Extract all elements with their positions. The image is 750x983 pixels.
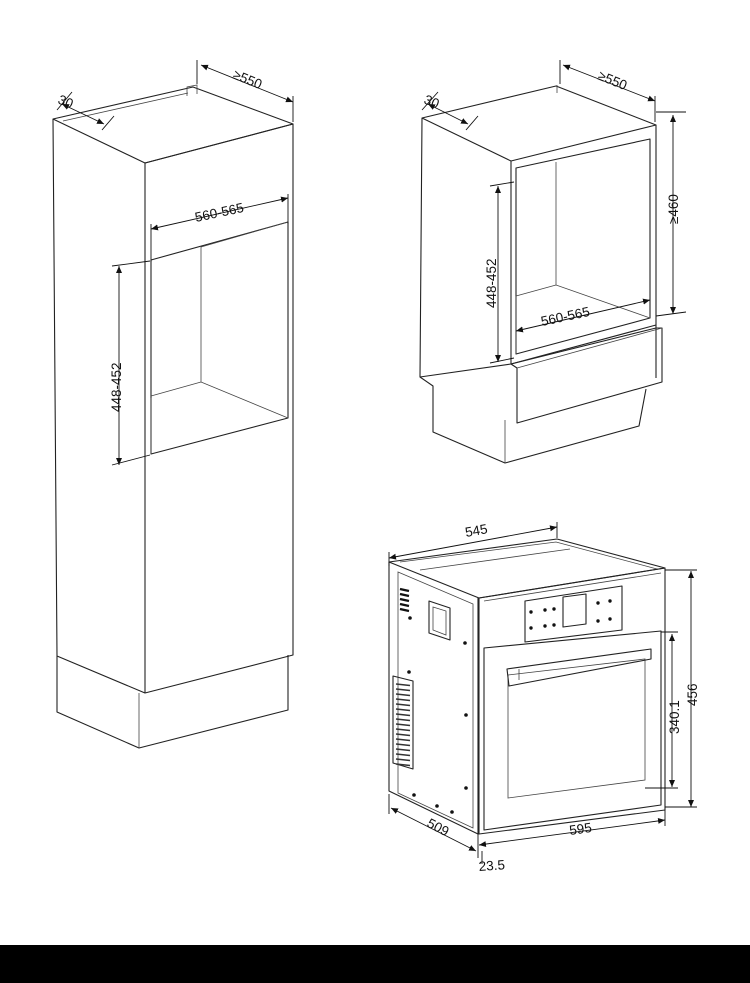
oven-vent-slat bbox=[395, 743, 411, 747]
oven-vent-slat bbox=[395, 698, 411, 702]
base-cabinet-top-edge bbox=[421, 85, 657, 162]
oven bbox=[388, 538, 666, 835]
oven-front-width-label: 595 bbox=[568, 820, 592, 838]
oven-vent-slat bbox=[395, 763, 411, 767]
tall-cabinet-gap-label: 30 bbox=[56, 92, 76, 112]
tall-cabinet-opening-width-label: 560-565 bbox=[194, 200, 246, 225]
oven-control-button bbox=[608, 617, 612, 621]
tall-cabinet-plinth bbox=[56, 655, 289, 749]
oven-vent-slat bbox=[395, 733, 411, 737]
oven-control-button bbox=[552, 607, 556, 611]
oven-front-frame bbox=[478, 567, 666, 835]
oven-vent-slat bbox=[395, 748, 411, 752]
oven-control-button bbox=[608, 599, 612, 603]
oven-door bbox=[483, 630, 662, 831]
oven-vent-slat bbox=[395, 713, 411, 717]
base-cabinet-niche-front bbox=[515, 138, 651, 355]
oven-vent-slat bbox=[395, 758, 411, 762]
tall-cabinet bbox=[52, 84, 294, 749]
oven-side-slot bbox=[399, 607, 410, 613]
tall-cabinet-top-inner bbox=[62, 92, 189, 122]
footer-bar bbox=[0, 945, 750, 983]
oven-vent-slat bbox=[395, 728, 411, 732]
oven-vent-slat bbox=[395, 683, 411, 687]
oven-display bbox=[562, 593, 587, 628]
tall-cabinet-niche-back bbox=[150, 221, 289, 419]
oven-vent-slat bbox=[395, 693, 411, 697]
oven-vent-slat bbox=[395, 703, 411, 707]
oven-control-panel bbox=[524, 585, 623, 643]
tall-cabinet-dimensions bbox=[56, 60, 294, 466]
base-cabinet-dimensions bbox=[421, 60, 687, 364]
oven-vent-slat bbox=[395, 688, 411, 692]
base-cabinet-niche-back bbox=[515, 162, 651, 319]
oven-side-slot bbox=[399, 587, 410, 593]
base-cabinet-gap-label: 30 bbox=[422, 92, 442, 112]
tall-cabinet-side-panel bbox=[144, 123, 294, 694]
oven-handle bbox=[506, 648, 652, 687]
oven-panel-label: 23.5 bbox=[478, 857, 505, 874]
oven-control-button bbox=[596, 601, 600, 605]
oven-side-slot bbox=[399, 592, 410, 598]
oven-control-button bbox=[552, 623, 556, 627]
tall-cabinet-top-notch bbox=[186, 84, 198, 96]
oven-side-vent bbox=[392, 675, 414, 770]
oven-side-slot bbox=[399, 597, 410, 603]
tall-cabinet-front-panel bbox=[52, 118, 146, 694]
base-cabinet-front-panel bbox=[419, 117, 512, 378]
oven-vent-slat bbox=[395, 718, 411, 722]
base-cabinet bbox=[419, 85, 663, 464]
oven-vent-slat bbox=[395, 753, 411, 757]
oven-control-button bbox=[596, 619, 600, 623]
oven-vent-slat bbox=[395, 723, 411, 727]
base-cabinet-plinth bbox=[419, 376, 647, 464]
installation-diagram: ≥550 30 560-565 448-452 ≥550 30 ≥460 448… bbox=[52, 60, 700, 874]
tall-cabinet-opening-height-label: 448-452 bbox=[109, 362, 124, 412]
base-cabinet-depth-label: ≥550 bbox=[596, 68, 629, 93]
base-cabinet-height-label: ≥460 bbox=[666, 194, 681, 224]
oven-control-button bbox=[529, 626, 533, 630]
base-cabinet-opening-height-label: 448-452 bbox=[484, 258, 499, 308]
oven-control-button bbox=[543, 608, 547, 612]
base-cabinet-side-panel bbox=[510, 125, 657, 378]
base-cabinet-opening-width-label: 560-565 bbox=[540, 304, 592, 329]
tall-cabinet-depth-label: ≥550 bbox=[231, 67, 264, 92]
tall-cabinet-top-edge bbox=[52, 86, 294, 164]
oven-vent-slat bbox=[395, 738, 411, 742]
oven-top-width-label: 545 bbox=[464, 521, 489, 540]
oven-control-button bbox=[543, 624, 547, 628]
oven-vent-slat bbox=[395, 708, 411, 712]
oven-overall-height-label: 456 bbox=[685, 683, 700, 706]
oven-control-button bbox=[529, 610, 533, 614]
oven-dimensions bbox=[388, 522, 697, 864]
tall-cabinet-niche-front bbox=[150, 221, 289, 455]
oven-side-slot bbox=[399, 602, 410, 608]
base-cabinet-drawer-front bbox=[510, 327, 663, 424]
oven-inner-height-label: 340.1 bbox=[667, 700, 682, 734]
oven-side-window bbox=[428, 600, 451, 641]
